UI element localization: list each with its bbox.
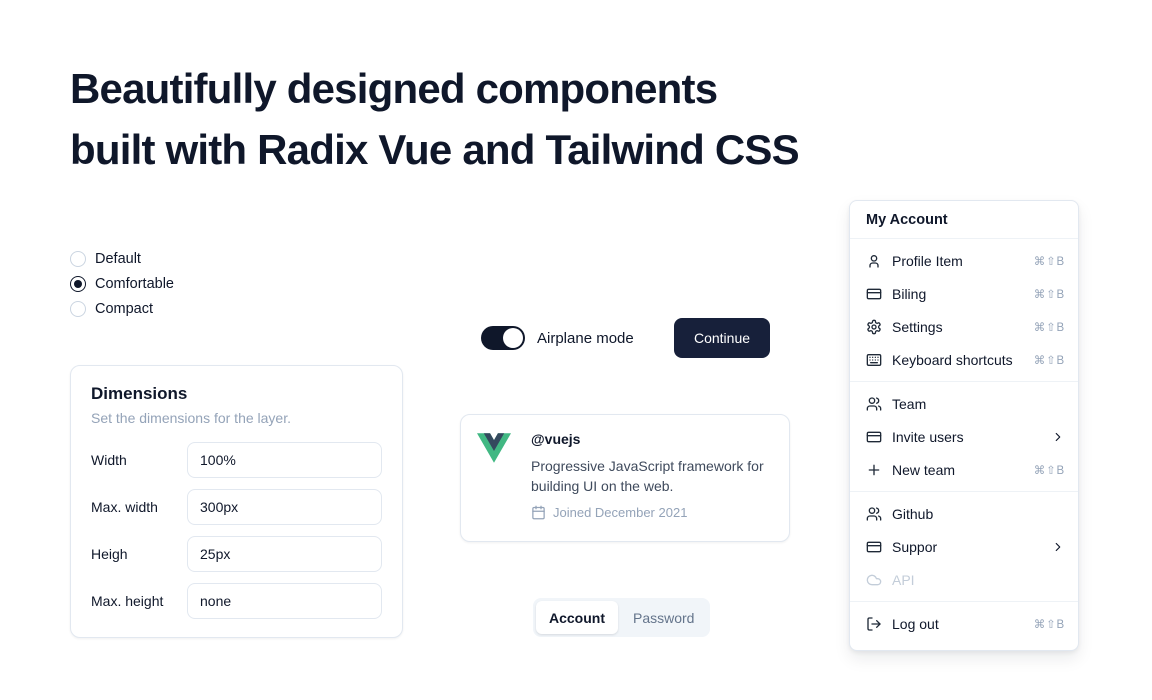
calendar-icon [531,505,546,520]
airplane-mode-label: Airplane mode [537,329,634,347]
menu-group-logout: Log out ⌘⇧B [850,602,1078,645]
menu-item-team[interactable]: Team [850,387,1078,420]
menu-item-github[interactable]: Github [850,497,1078,530]
dimension-row-max-width: Max. width [91,489,382,525]
field-label: Max. width [91,499,158,515]
menu-item-label: Github [892,505,934,522]
menu-item-label: Biling [892,285,927,302]
menu-item-label: Team [892,395,927,412]
cloud-icon [866,572,882,588]
menu-item-support[interactable]: Suppor [850,530,1078,563]
menu-separator [850,238,1078,239]
max-width-input[interactable] [187,489,382,525]
menu-item-shortcut: ⌘⇧B [1033,255,1065,268]
gear-icon [866,319,882,335]
field-label: Max. height [91,593,164,609]
radio-circle-icon [70,250,86,267]
continue-button[interactable]: Continue [674,318,770,358]
dimension-row-max-height: Max. height [91,583,382,619]
tab-account[interactable]: Account [536,601,618,634]
vue-joined-row: Joined December 2021 [531,505,773,520]
users-icon [866,396,882,412]
credit-card-icon [866,429,882,445]
menu-item-settings[interactable]: Settings ⌘⇧B [850,310,1078,343]
menu-item-label: Suppor [892,538,938,555]
dimensions-card: Dimensions Set the dimensions for the la… [70,365,403,638]
vuejs-card: @vuejs Progressive JavaScript framework … [460,414,790,542]
menu-item-log-out[interactable]: Log out ⌘⇧B [850,607,1078,640]
tab-password[interactable]: Password [633,609,695,626]
height-input[interactable] [187,536,382,572]
menu-separator [850,601,1078,602]
menu-item-shortcut: ⌘⇧B [1033,618,1065,631]
my-account-menu: My Account Profile Item ⌘⇧B Biling ⌘⇧B [849,200,1079,651]
radio-label: Default [95,250,141,267]
menu-group-team: Team Invite users New team ⌘⇧B [850,382,1078,491]
menu-separator [850,491,1078,492]
dimension-row-height: Heigh [91,536,382,572]
dimensions-subtitle: Set the dimensions for the layer. [91,410,291,426]
radio-option-default[interactable]: Default [70,249,174,268]
page-title-line2: built with Radix Vue and Tailwind CSS [70,126,800,173]
menu-item-label: Invite users [892,428,964,445]
dimensions-fields: Width Max. width Heigh Max. height [91,442,382,619]
menu-item-profile[interactable]: Profile Item ⌘⇧B [850,244,1078,277]
menu-item-label: Log out [892,615,939,632]
users-icon [866,506,882,522]
vue-handle: @vuejs [531,431,581,447]
chevron-right-icon [1051,540,1065,554]
credit-card-icon [866,539,882,555]
menu-item-label: New team [892,461,956,478]
menu-item-shortcut: ⌘⇧B [1033,354,1065,367]
menu-item-shortcut: ⌘⇧B [1033,321,1065,334]
menu-item-invite-users[interactable]: Invite users [850,420,1078,453]
page-title-line1: Beautifully designed components [70,65,718,112]
menu-title: My Account [866,212,948,228]
keyboard-icon [866,352,882,368]
radio-option-compact[interactable]: Compact [70,299,174,318]
account-password-tabs: Account Password [533,598,711,637]
radio-circle-icon [70,300,86,317]
dimension-row-width: Width [91,442,382,478]
vue-card-body: @vuejs Progressive JavaScript framework … [531,431,773,525]
switch-knob [503,328,523,348]
menu-group-profile: Profile Item ⌘⇧B Biling ⌘⇧B Settings ⌘⇧B [850,239,1078,381]
credit-card-icon [866,286,882,302]
airplane-mode-row: Airplane mode [481,326,634,350]
menu-item-label: Keyboard shortcuts [892,351,1013,368]
menu-item-shortcut: ⌘⇧B [1033,288,1065,301]
page-title: Beautifully designed components built wi… [70,58,800,180]
log-out-icon [866,616,882,632]
menu-item-label: API [892,571,915,588]
max-height-input[interactable] [187,583,382,619]
menu-item-new-team[interactable]: New team ⌘⇧B [850,453,1078,486]
dimensions-title: Dimensions [91,384,188,403]
menu-separator [850,381,1078,382]
radio-group: Default Comfortable Compact [70,249,174,318]
user-icon [866,253,882,269]
radio-option-comfortable[interactable]: Comfortable [70,274,174,293]
width-input[interactable] [187,442,382,478]
menu-item-api: API [850,563,1078,596]
vue-joined-label: Joined December 2021 [553,505,688,520]
radio-circle-icon [70,275,86,292]
menu-item-billing[interactable]: Biling ⌘⇧B [850,277,1078,310]
field-label: Heigh [91,546,128,562]
radio-label: Comfortable [95,275,174,292]
menu-group-support: Github Suppor API [850,492,1078,601]
menu-item-label: Profile Item [892,252,963,269]
airplane-mode-switch[interactable] [481,326,525,350]
menu-item-shortcut: ⌘⇧B [1033,464,1065,477]
plus-icon [866,462,882,478]
radio-label: Compact [95,300,154,317]
chevron-right-icon [1051,430,1065,444]
vue-logo-icon [476,431,515,525]
field-label: Width [91,452,127,468]
menu-item-keyboard-shortcuts[interactable]: Keyboard shortcuts ⌘⇧B [850,343,1078,376]
menu-item-label: Settings [892,318,943,335]
vue-description: Progressive JavaScript framework for bui… [531,458,764,494]
